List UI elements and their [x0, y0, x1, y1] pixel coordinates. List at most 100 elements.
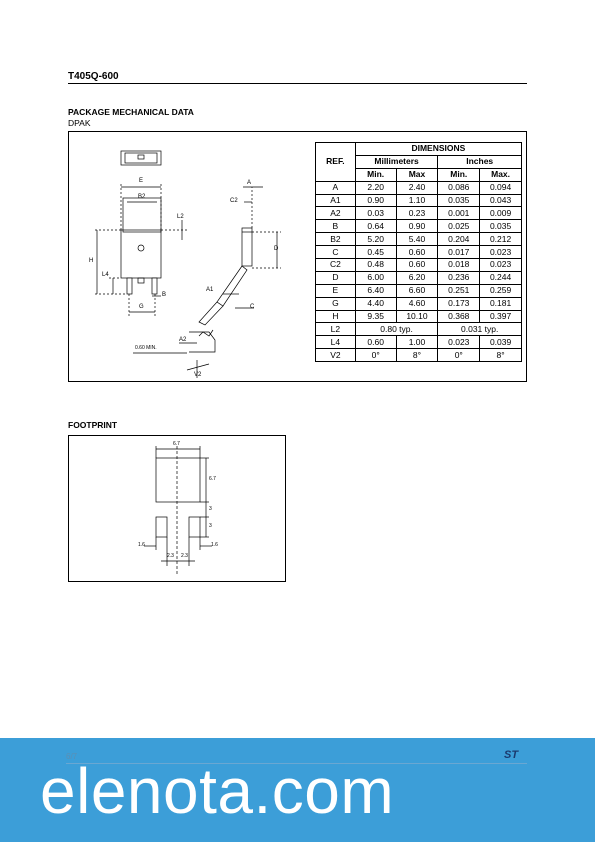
table-cell: 0.023 [479, 258, 522, 272]
dim-label-a1: A1 [206, 287, 214, 293]
dim-label-g: G [139, 304, 144, 310]
watermark-text: elenota.com [40, 755, 395, 827]
table-cell: 0.45 [354, 245, 397, 260]
table-cell: 6.60 [395, 283, 439, 298]
table-cell: 0.03 [354, 206, 397, 221]
table-cell: H [315, 309, 356, 324]
table-cell: 4.60 [395, 296, 439, 311]
section-subtitle-package: DPAK [68, 118, 91, 128]
table-cell: 5.40 [395, 232, 439, 247]
package-top-view [120, 150, 162, 166]
document-title: T405Q-600 [68, 71, 119, 82]
table-cell: 0.212 [479, 232, 522, 247]
footprint-label-height: 6.7 [209, 476, 216, 482]
footprint-label-edge-left: 1.6 [138, 542, 145, 548]
dim-label-min: 0.60 MIN. [135, 345, 157, 351]
table-cell: 0.086 [437, 180, 481, 195]
table-cell: 0.035 [479, 219, 522, 234]
footer-band [0, 738, 595, 842]
table-cell: C2 [315, 258, 356, 272]
footprint-label-gap: 3 [209, 506, 212, 512]
table-cell: 0.023 [437, 335, 481, 350]
dim-label-h: H [89, 258, 94, 264]
dim-label-l4: L4 [102, 272, 109, 278]
table-cell: 6.20 [395, 270, 439, 285]
table-cell: 1.00 [395, 335, 439, 350]
dim-label-e: E [139, 178, 144, 184]
table-cell: 8° [395, 348, 439, 363]
table-subheader: Max [395, 167, 439, 182]
table-cell: A2 [315, 206, 356, 221]
table-cell: E [315, 283, 356, 298]
table-cell: 1.10 [395, 193, 439, 208]
package-frame: E B2 L2 H L4 G B A C2 D A1 C A2 0.60 MIN… [68, 131, 527, 382]
dim-label-l2: L2 [177, 214, 184, 220]
table-cell: 0.009 [479, 206, 522, 221]
table-cell: V2 [315, 348, 356, 363]
table-cell: A [315, 180, 356, 195]
dim-label-c: C [250, 304, 255, 310]
table-cell: 2.40 [395, 180, 439, 195]
table-cell: 6.40 [354, 283, 397, 298]
table-header-inches: Inches [437, 154, 522, 169]
footprint-small-pad-right [188, 516, 201, 538]
dimensions-table: REF. DIMENSIONS Millimeters Inches Min. … [315, 142, 523, 363]
footprint-large-pad [155, 457, 201, 503]
table-cell: 0.043 [479, 193, 522, 208]
table-cell: 0° [354, 348, 397, 363]
dim-label-d: D [274, 246, 279, 252]
table-cell: 0.039 [479, 335, 522, 350]
table-cell: 0.60 [395, 245, 439, 260]
table-cell: 5.20 [354, 232, 397, 247]
table-cell: 0.173 [437, 296, 481, 311]
table-cell: 2.20 [354, 180, 397, 195]
table-row: L4 0.60 1.00 0.023 0.039 [315, 335, 522, 350]
table-cell: 0.181 [479, 296, 522, 311]
table-subheader: Min. [437, 167, 481, 182]
table-cell: 0.204 [437, 232, 481, 247]
table-subheader: Min. [354, 167, 397, 182]
table-cell: 0.23 [395, 206, 439, 221]
table-row: L2 0.80 typ. 0.031 typ. [315, 322, 522, 337]
page-number: 6/7 [66, 752, 78, 761]
table-cell: L2 [315, 322, 356, 337]
footprint-small-pad-left [155, 516, 168, 538]
table-cell: 0.60 [354, 335, 397, 350]
table-cell: 0.236 [437, 270, 481, 285]
table-header-ref: REF. [315, 142, 356, 182]
footprint-label-edge-right: 1.6 [211, 542, 218, 548]
table-cell: 0.60 [395, 258, 439, 272]
table-cell: 6.00 [354, 270, 397, 285]
section-title-footprint: FOOTPRINT [68, 420, 118, 430]
table-cell: 0.031 typ. [437, 322, 522, 337]
table-cell: 0.259 [479, 283, 522, 298]
table-cell: B [315, 219, 356, 234]
st-logo: ST [504, 749, 519, 761]
table-cell: L4 [315, 335, 356, 350]
dim-label-a2: A2 [179, 337, 187, 343]
table-cell: 0.001 [437, 206, 481, 221]
table-cell: 0.017 [437, 245, 481, 260]
table-cell: C [315, 245, 356, 260]
section-title-package: PACKAGE MECHANICAL DATA [68, 107, 194, 117]
table-cell: 8° [479, 348, 522, 363]
table-cell: 0.397 [479, 309, 522, 324]
footprint-drawing [144, 446, 212, 574]
table-subheader: Max. [479, 167, 522, 182]
table-cell: 0° [437, 348, 481, 363]
package-front-body [120, 229, 162, 279]
table-cell: D [315, 270, 356, 285]
header-rule [68, 83, 527, 84]
table-cell: 0.023 [479, 245, 522, 260]
